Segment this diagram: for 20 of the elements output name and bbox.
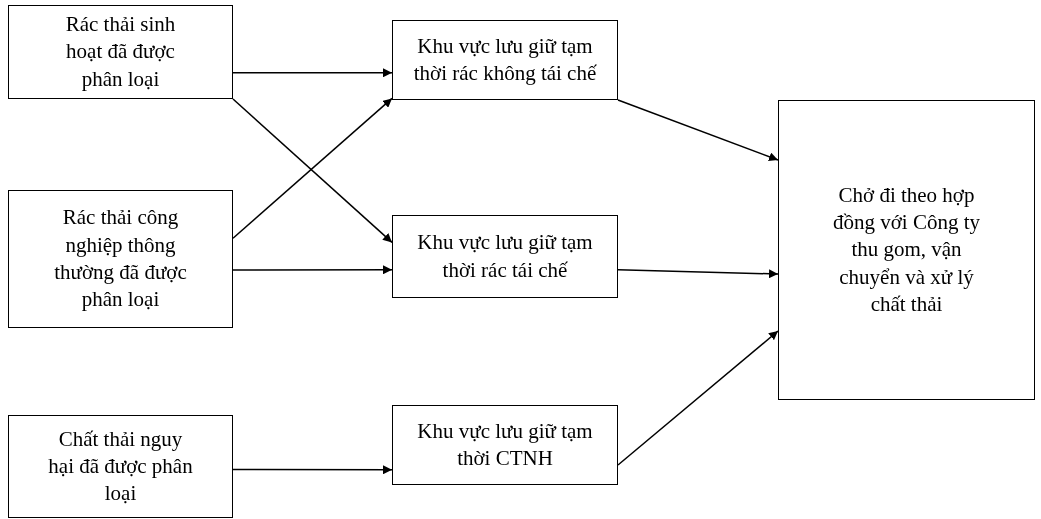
process-box [8,5,233,99]
box-label: Rác thải công nghiệp thông thường đã được phân loại [53,204,188,314]
arrow [232,465,393,475]
process-box [778,100,1035,400]
box-label: Khu vực lưu giữ tạm thời CTNH [416,417,594,472]
box-label: Rác thải sinh hoạt đã được phân loại [64,11,177,93]
process-box [392,405,618,485]
arrow [617,330,779,466]
box-label: Chất thải nguy hại đã được phân loại [47,425,194,508]
process-box [8,190,233,328]
process-box [392,20,618,100]
arrow [232,68,393,78]
arrow [617,269,779,279]
arrow [232,265,393,275]
box-label: Khu vực lưu giữ tạm thời rác không tái chế [412,32,598,87]
box-label: Khu vực lưu giữ tạm thời rác tái chế [416,229,594,284]
process-box [8,415,233,518]
process-box [392,215,618,298]
box-label: Chở đi theo hợp đồng với Công ty thu gom, vận chuyển và xử lý chất thải [832,181,981,318]
arrow [617,99,779,162]
